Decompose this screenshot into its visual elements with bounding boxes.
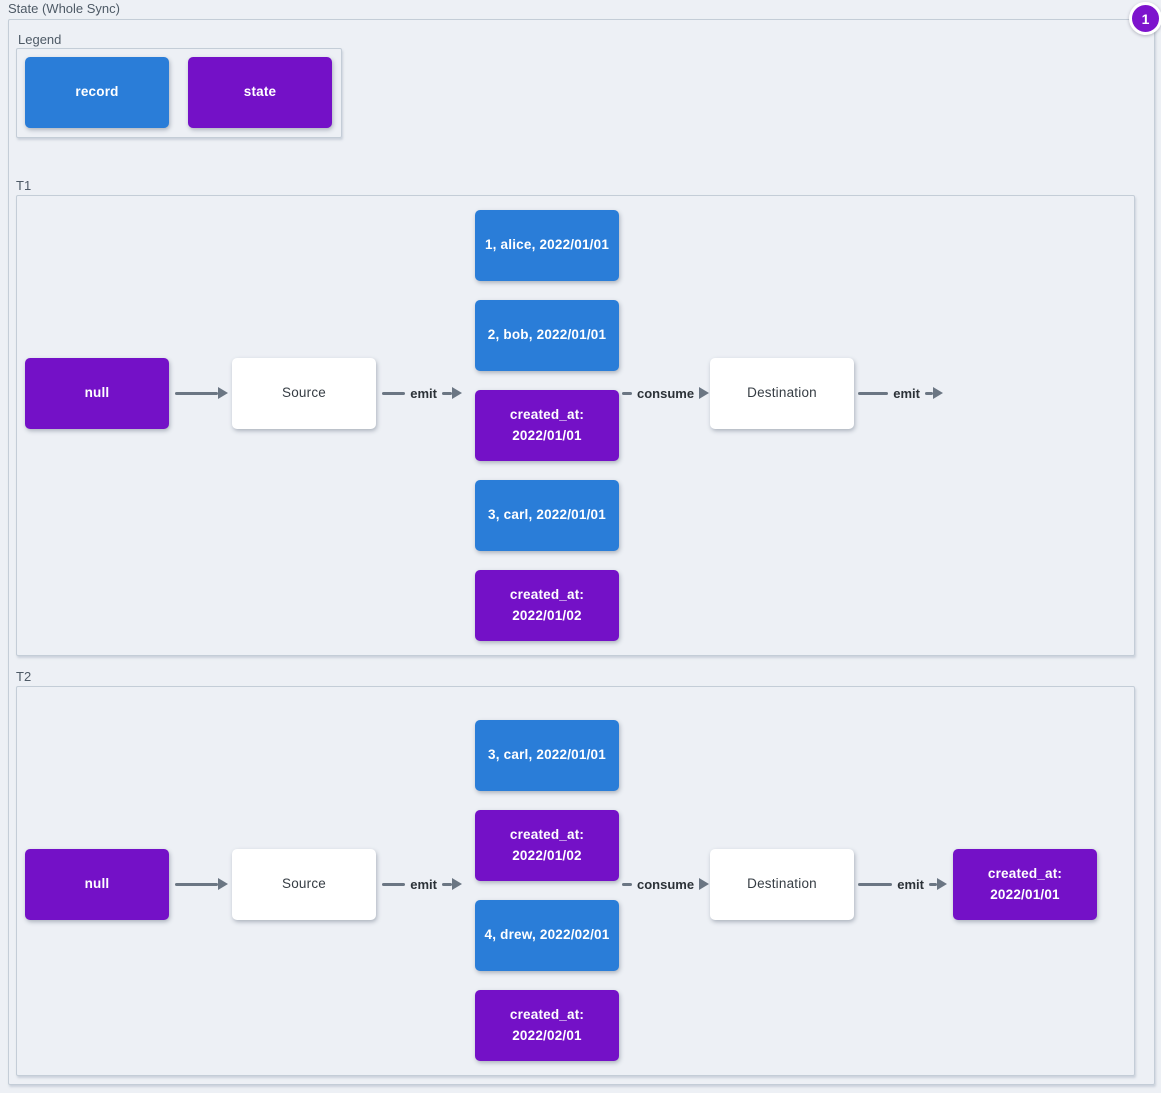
t2-edge-emit-in: emit <box>382 874 462 894</box>
arrow-head-icon <box>933 387 943 399</box>
state-whole-sync-container <box>8 19 1155 1085</box>
t1-stack-record-3: 3, carl, 2022/01/01 <box>475 480 619 551</box>
legend-record-node: record <box>25 57 169 128</box>
legend-container <box>16 48 342 138</box>
t2-result-state-node: created_at: 2022/01/01 <box>953 849 1097 920</box>
edge-line <box>925 391 933 395</box>
legend-label: Legend <box>18 32 62 47</box>
edge-label: emit <box>893 385 920 401</box>
section-t2-container <box>16 686 1135 1076</box>
t2-stack-record-2: 4, drew, 2022/02/01 <box>475 900 619 971</box>
section-t1-label: T1 <box>16 178 32 193</box>
edge-label: emit <box>410 876 437 892</box>
edge-line <box>442 391 452 395</box>
t2-edge-consume: consume <box>622 874 710 894</box>
edge-line <box>858 391 889 395</box>
edge-line <box>858 882 893 886</box>
arrow-head-icon <box>218 387 228 399</box>
t1-destination-node: Destination <box>710 358 854 429</box>
t1-edge-consume: consume <box>622 383 710 403</box>
t1-edge-emit-out: emit <box>858 383 943 403</box>
edge-label: emit <box>897 876 924 892</box>
edge-label: emit <box>410 385 437 401</box>
edge-line <box>622 882 632 886</box>
arrow-head-icon <box>452 387 462 399</box>
t2-edge-null-to-source <box>175 874 228 894</box>
edge-line <box>175 391 218 395</box>
edge-line <box>929 882 937 886</box>
t1-stack-record-1: 1, alice, 2022/01/01 <box>475 210 619 281</box>
section-t1-container <box>16 195 1135 656</box>
t1-edge-emit-in: emit <box>382 383 462 403</box>
edge-line <box>175 882 218 886</box>
t2-destination-node: Destination <box>710 849 854 920</box>
t2-stack-record-1: 3, carl, 2022/01/01 <box>475 720 619 791</box>
edge-line <box>622 391 632 395</box>
arrow-head-icon <box>452 878 462 890</box>
t1-stack-state-1: created_at: 2022/01/01 <box>475 390 619 461</box>
t1-stack-record-2: 2, bob, 2022/01/01 <box>475 300 619 371</box>
t1-source-node: Source <box>232 358 376 429</box>
arrow-head-icon <box>699 878 710 890</box>
section-t2-label: T2 <box>16 669 32 684</box>
t1-stack-state-2: created_at: 2022/01/02 <box>475 570 619 641</box>
arrow-head-icon <box>699 387 710 399</box>
edge-label: consume <box>637 385 695 401</box>
t2-null-node: null <box>25 849 169 920</box>
legend-state-node: state <box>188 57 332 128</box>
annotation-badge: 1 <box>1129 2 1161 35</box>
edge-line <box>442 882 452 886</box>
edge-line <box>382 391 406 395</box>
t1-edge-null-to-source <box>175 383 228 403</box>
t2-edge-emit-out: emit <box>858 874 947 894</box>
edge-label: consume <box>637 876 695 892</box>
diagram-title: State (Whole Sync) <box>8 1 120 16</box>
t2-stack-state-2: created_at: 2022/02/01 <box>475 990 619 1061</box>
arrow-head-icon <box>937 878 947 890</box>
t2-stack-state-1: created_at: 2022/01/02 <box>475 810 619 881</box>
t2-source-node: Source <box>232 849 376 920</box>
edge-line <box>382 882 406 886</box>
t1-null-node: null <box>25 358 169 429</box>
arrow-head-icon <box>218 878 228 890</box>
